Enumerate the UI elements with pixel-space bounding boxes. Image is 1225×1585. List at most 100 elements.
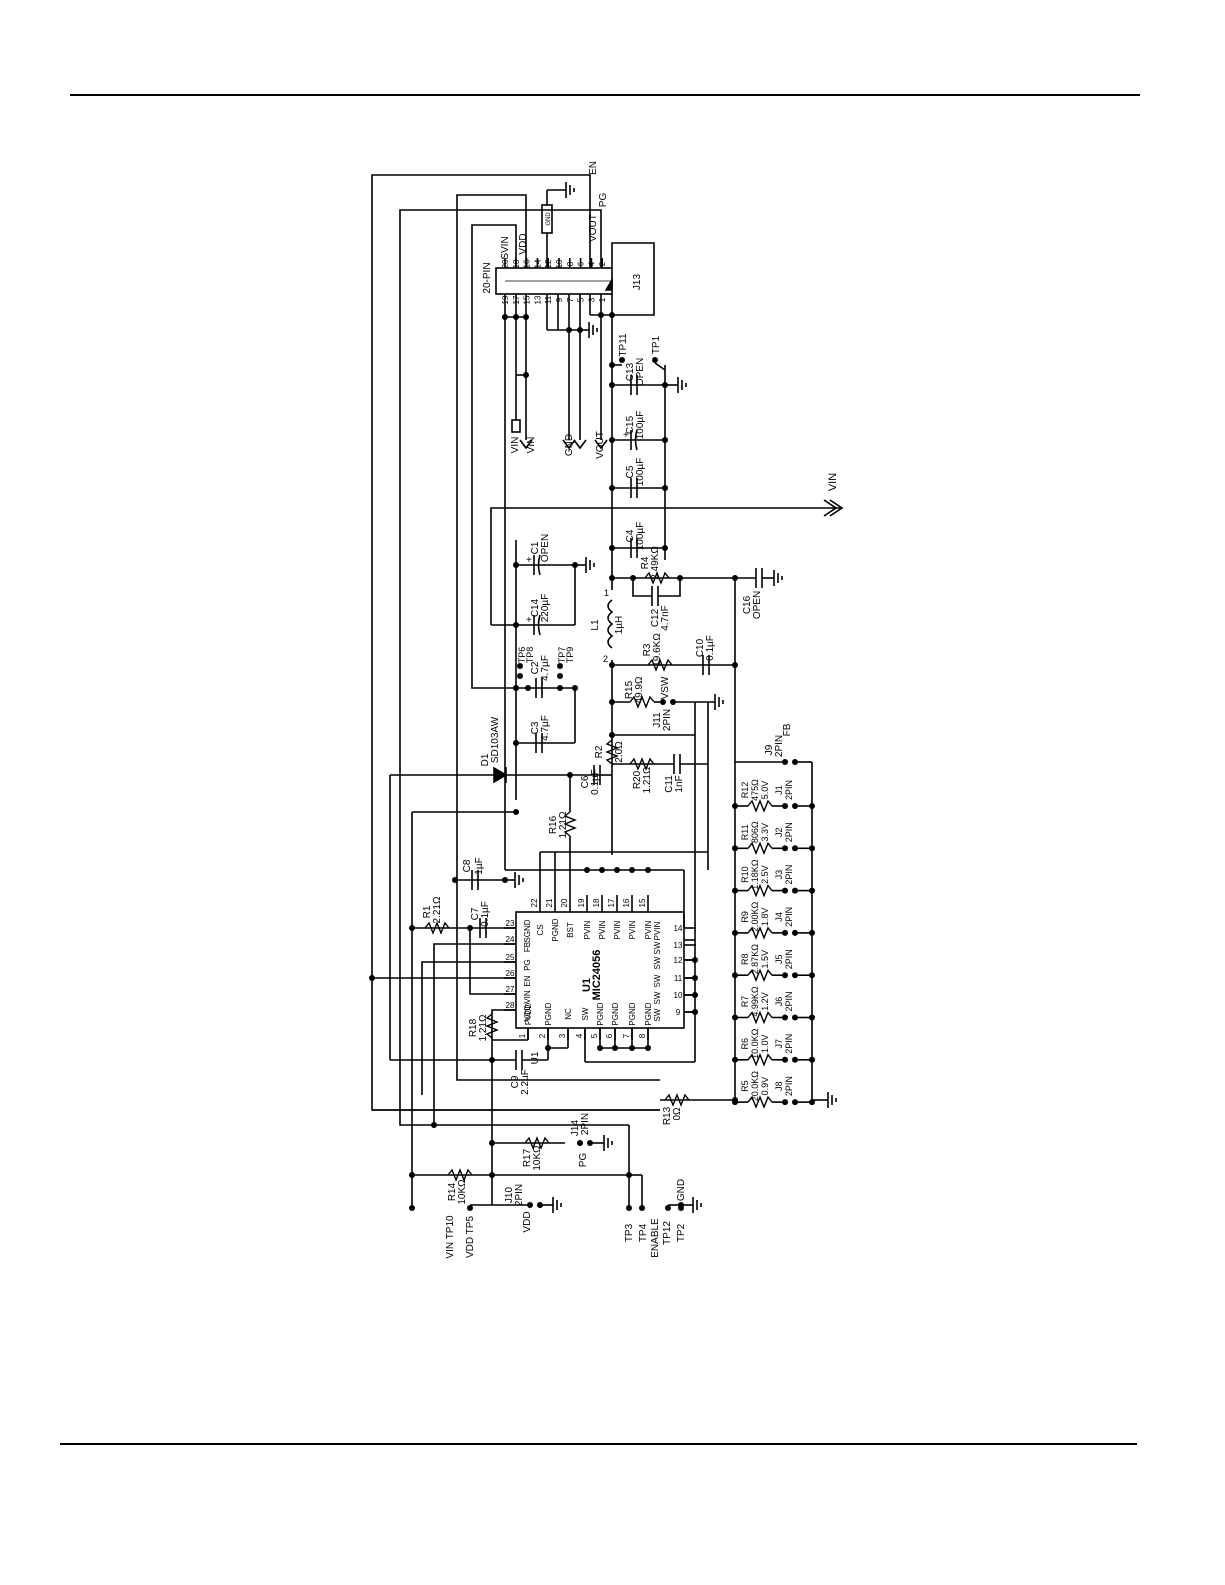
capacitor-c16: C16 OPEN (742, 568, 763, 619)
svg-text:1µF: 1µF (474, 857, 485, 874)
svg-text:OPEN: OPEN (752, 591, 763, 619)
j13-pin-number: 2 (598, 261, 607, 266)
ladder-jumper-pin (792, 803, 798, 809)
header-rule (70, 94, 1140, 96)
ladder-voltage: 1.5V (760, 950, 770, 969)
ic-pin-name: PVIN (653, 921, 662, 940)
ic-pin-number: 9 (676, 1008, 681, 1017)
ladder-voltage: 1.8V (760, 908, 770, 927)
ic-pin-name: SGND (523, 919, 532, 942)
net-gnd: GND (564, 434, 575, 456)
net-en-top: EN (588, 161, 599, 175)
svg-text:C1: C1 (530, 541, 541, 554)
j13-pin-number: 7 (566, 297, 575, 302)
ladder-ref: R9 (740, 911, 750, 923)
ic-pin-name: PGND (551, 918, 560, 941)
j11-label: J11 (652, 712, 663, 728)
ic-pin-number: 21 (545, 898, 554, 907)
svg-text:19.6KΩ: 19.6KΩ (652, 633, 663, 667)
ladder-ref: R7 (740, 996, 750, 1008)
svg-text:2.21Ω: 2.21Ω (432, 896, 443, 923)
tp11-label: TP11 (618, 333, 629, 357)
tp9-label: TP9 (565, 647, 575, 664)
svg-text:4.7µF: 4.7µF (540, 655, 551, 681)
svg-text:R16: R16 (548, 815, 559, 834)
ic-pin-name: PVIN (598, 920, 607, 939)
gnd-label-bottom: GND (676, 1179, 687, 1201)
svg-text:1: 1 (604, 588, 609, 598)
svg-text:C13: C13 (625, 362, 636, 381)
ic-pin-number: 11 (674, 974, 683, 983)
ladder-voltage: 1.2V (760, 992, 770, 1011)
ladder-voltage: 1.0V (760, 1035, 770, 1054)
capacitor-c6: C6 0.1µF (580, 765, 601, 795)
capacitor-c2: C2 4.7µF (530, 655, 551, 698)
net-vdd: VDD (518, 233, 529, 254)
ic-pin-number: 12 (674, 956, 683, 965)
inductor-l1: 1 2 L1 1µH (590, 588, 625, 664)
ladder-junction (732, 887, 738, 894)
ladder-jumper: J1 (774, 785, 784, 795)
svg-text:R4: R4 (640, 556, 651, 569)
svg-text:1.21Ω: 1.21Ω (558, 811, 569, 838)
ladder-resistor (747, 883, 773, 898)
ic-pin-number: 15 (638, 898, 647, 907)
tp2-label: TP2 (676, 1223, 687, 1242)
j9-label: J9 (764, 744, 775, 755)
ladder-jumper-pin (792, 1056, 798, 1063)
ic-pin-number: 6 (605, 1033, 614, 1038)
ic-pin-name: PGND (544, 1002, 553, 1025)
ladder-voltage: 5.0V (760, 781, 770, 800)
ic-pin-name: PGND (644, 1002, 653, 1025)
j13-pin-number: 4 (587, 261, 596, 266)
ladder-jumper-pin (792, 972, 798, 979)
ground-icon (585, 557, 595, 573)
ic-pin-name: SW (653, 956, 662, 969)
svg-text:+: + (623, 430, 629, 441)
ic-pin-number: 1 (518, 1033, 527, 1038)
j13-pin-number: 15 (523, 295, 532, 304)
ladder-value: 4.99KΩ (750, 986, 760, 1017)
ic-pin-number: 19 (577, 898, 586, 907)
j13-pin-number: 12 (544, 259, 553, 268)
tp10-label: VIN TP10 (445, 1215, 456, 1259)
svg-text:10KΩ: 10KΩ (457, 1179, 468, 1205)
ladder-jumper-type: 2PIN (784, 949, 794, 969)
j13-pin-number: 1 (598, 297, 607, 302)
svg-text:0Ω: 0Ω (672, 1107, 683, 1121)
ic-pin-number: 8 (638, 1033, 647, 1038)
ladder-junction (732, 803, 738, 809)
footer-rule (60, 1443, 1137, 1445)
ladder-jumper-pin (782, 1099, 788, 1106)
ic-pin-name: SW (581, 1007, 590, 1020)
svg-text:2: 2 (603, 654, 608, 664)
ic-pin-number: 13 (674, 941, 683, 950)
svg-text:C5: C5 (625, 465, 636, 478)
ground-icon (565, 182, 575, 198)
ladder-jumper: J3 (774, 870, 784, 880)
net-pg-top: PG (598, 193, 609, 208)
svg-text:OPEN: OPEN (635, 358, 646, 386)
svg-text:L1: L1 (590, 619, 601, 631)
capacitor-c1: + C1 OPEN (526, 534, 551, 576)
j13-pin-number: 5 (577, 297, 586, 302)
ic-ref2: U1 (530, 1051, 541, 1064)
ic-pin-name: PVIN (628, 920, 637, 939)
ladder-value: 2.87KΩ (750, 944, 760, 975)
svg-text:1.21Ω: 1.21Ω (478, 1014, 489, 1041)
ic-pin-number: 4 (575, 1033, 584, 1038)
ic-pin-name: PVIN (583, 920, 592, 939)
tp3-label: TP3 (624, 1223, 635, 1242)
resistor-r15: R15 49.9Ω (624, 676, 655, 709)
ladder-value: 1.18KΩ (750, 859, 760, 890)
capacitor-c13: C13 OPEN (625, 358, 646, 395)
ladder-jumper: J6 (774, 997, 784, 1007)
svg-text:0.1µF: 0.1µF (480, 901, 491, 927)
ladder-jumper-pin (792, 887, 798, 894)
ladder-jumper-type: 2PIN (784, 822, 794, 842)
net-svin: SVIN (500, 236, 511, 259)
